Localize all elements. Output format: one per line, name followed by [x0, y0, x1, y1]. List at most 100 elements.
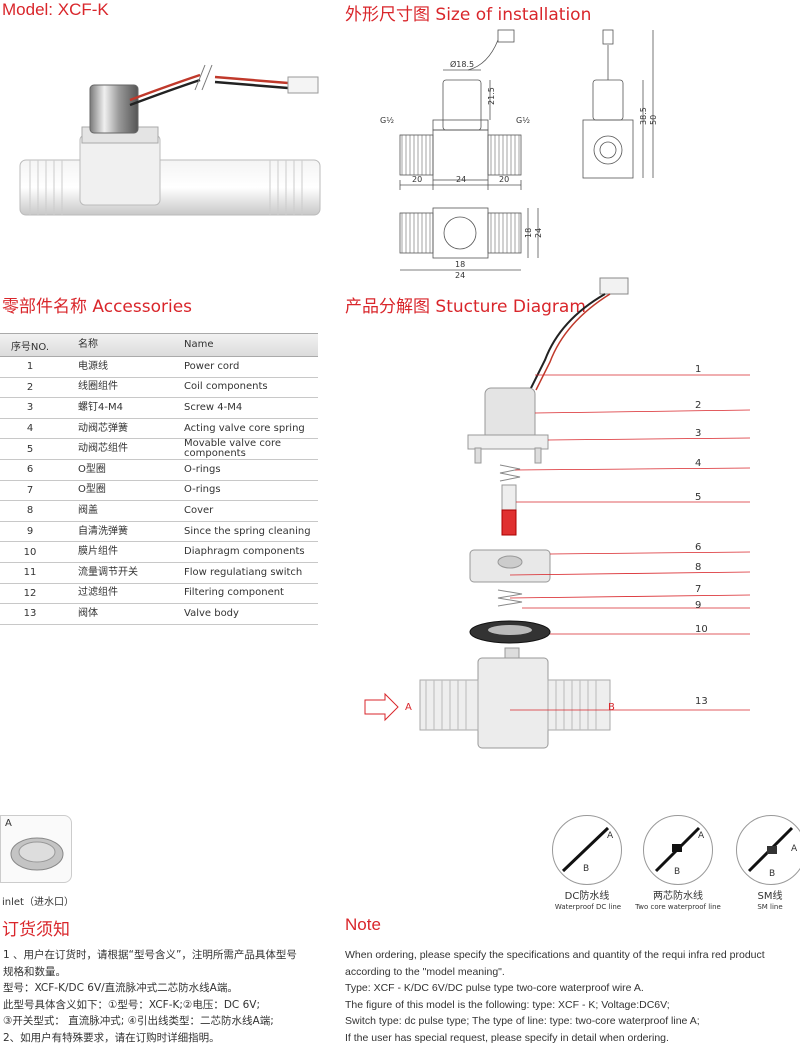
order-line: 1 、用户在订货时，请根据“型号含义”，注明所需产品具体型号	[3, 947, 333, 964]
line-dc-en: Waterproof DC line	[548, 903, 628, 911]
row-no: 6	[0, 464, 60, 475]
row-no: 8	[0, 505, 60, 516]
row-en: Movable valve core components	[184, 439, 318, 459]
dim-g-left: G½	[380, 116, 394, 125]
row-en: Since the spring cleaning	[184, 527, 318, 537]
line-two-b: B	[674, 867, 680, 877]
note-line: The figure of this model is the followin…	[345, 997, 797, 1014]
row-en: Power cord	[184, 362, 318, 372]
header-cn: 名称	[60, 340, 184, 350]
row-no: 13	[0, 608, 60, 619]
line-sm-b: B	[769, 869, 775, 879]
dim-t18: 18	[524, 228, 533, 238]
callout-4: 4	[695, 458, 701, 469]
model-title: Model: XCF-K	[2, 0, 109, 20]
header-en: Name	[184, 340, 318, 350]
row-no: 12	[0, 588, 60, 599]
row-cn: 动阀芯弹簧	[60, 424, 184, 434]
row-no: 10	[0, 547, 60, 558]
line-sm-en: SM line	[745, 903, 795, 911]
row-no: 3	[0, 402, 60, 413]
line-two-cn: 两芯防水线	[645, 887, 711, 902]
dim-w24: 24	[456, 175, 466, 184]
installation-title: 外形尺寸图 Size of installation	[345, 0, 591, 25]
line-sm-a: A	[791, 844, 798, 854]
row-no: 9	[0, 526, 60, 537]
note-line: Switch type: dc pulse type; The type of …	[345, 1013, 797, 1030]
note-line: according to the "model meaning".	[345, 964, 797, 981]
dim-h385: 38.5	[639, 107, 648, 125]
row-en: O-rings	[184, 465, 318, 475]
note-line: Type: XCF - K/DC 6V/DC pulse type two-co…	[345, 980, 797, 997]
order-line: ③开关型式： 直流脉冲式; ④引出线类型：二芯防水线A端;	[3, 1013, 333, 1030]
row-en: Diaphragm components	[184, 547, 318, 557]
row-cn: 过滤组件	[60, 588, 184, 598]
row-en: Cover	[184, 506, 318, 516]
row-no: 5	[0, 444, 60, 455]
row-no: 11	[0, 567, 60, 578]
callout-2: 2	[695, 400, 701, 411]
row-cn: 阀体	[60, 609, 184, 619]
table-header: 序号NO. 名称 Name	[0, 333, 318, 357]
callout-13: 13	[695, 696, 708, 707]
order-line: 型号：XCF-K/DC 6V/直流脉冲式二芯防水线A端。	[3, 980, 333, 997]
note-line: When ordering, please specify the specif…	[345, 947, 797, 964]
filter-caption: inlet（进水口）	[2, 893, 74, 908]
dim-h215: 21.5	[487, 87, 496, 105]
label-b: B	[608, 702, 615, 713]
order-line: 2、如用户有特殊要求，请在订购时详细指明。	[3, 1030, 333, 1046]
order-title: 订货须知	[2, 915, 70, 940]
row-cn: 膜片组件	[60, 547, 184, 557]
row-cn: 阀盖	[60, 506, 184, 516]
callout-3: 3	[695, 428, 701, 439]
row-en: Acting valve core spring	[184, 424, 318, 434]
dim-g-right: G½	[516, 116, 530, 125]
filter-box: A	[0, 815, 72, 883]
row-en: Filtering component	[184, 588, 318, 598]
callout-10: 10	[695, 624, 708, 635]
row-no: 1	[0, 361, 60, 372]
row-cn: 动阀芯组件	[60, 444, 184, 454]
line-dc-b: B	[583, 864, 589, 874]
dim-w20b: 20	[499, 175, 509, 184]
callout-5: 5	[695, 492, 701, 503]
dim-w20a: 20	[412, 175, 422, 184]
row-cn: 自清洗弹簧	[60, 527, 184, 537]
row-cn: O型圈	[60, 465, 184, 475]
row-no: 2	[0, 382, 60, 393]
row-cn: 螺钉4-M4	[60, 403, 184, 413]
dim-b18: 18	[455, 260, 465, 269]
filter-label: A	[5, 818, 12, 829]
row-cn: 电源线	[60, 362, 184, 372]
callout-1: 1	[695, 364, 701, 375]
installation-drawing: Ø18.5 21.5 38.5 50 G½ G½ 20 24 20 18 24 …	[378, 25, 798, 280]
row-en: Flow regulatiang switch	[184, 568, 318, 578]
structure-diagram: 1 2 3 4 5 6 8 7 9 10 13 A B	[360, 270, 800, 760]
row-en: Screw 4-M4	[184, 403, 318, 413]
row-cn: 线圈组件	[60, 382, 184, 392]
order-line: 规格和数量。	[3, 964, 333, 981]
row-en: O-rings	[184, 485, 318, 495]
line-two-en: Two core waterproof line	[630, 903, 726, 911]
line-two-a: A	[698, 831, 705, 841]
dim-d185: Ø18.5	[450, 59, 474, 69]
filter-mesh-image	[9, 834, 65, 874]
callout-6: 6	[695, 542, 701, 553]
product-photo	[10, 55, 330, 225]
row-cn: 流量调节开关	[60, 568, 184, 578]
dim-t24: 24	[534, 228, 543, 238]
dim-h50: 50	[649, 115, 658, 125]
